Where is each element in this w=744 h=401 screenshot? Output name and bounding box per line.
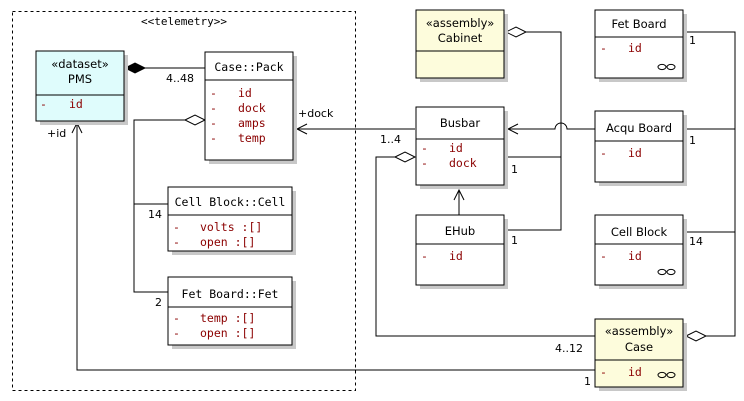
fet-attr-temp: temp :[]	[200, 311, 255, 325]
pms-name: PMS	[68, 72, 92, 86]
fet-attr-vis: -	[173, 326, 180, 340]
pms-stereotype: «dataset»	[51, 57, 109, 71]
pack-attr-vis: -	[210, 131, 217, 145]
pack-attr-vis: -	[210, 101, 217, 115]
class-fet[interactable]: Fet Board::Fet - temp :[] - open :[]	[167, 276, 296, 349]
case-stereotype: «assembly»	[605, 324, 673, 338]
class-pms[interactable]: «dataset» PMS - id	[35, 50, 128, 125]
link-icon	[657, 63, 676, 71]
composition-diamond	[123, 62, 147, 74]
pack-attr-amps: amps	[238, 116, 266, 130]
cellblock-name: Cell Block	[611, 225, 668, 239]
multiplicity-ehub-1: 1	[511, 234, 518, 247]
case-attr-id: id	[628, 365, 642, 379]
ehub-attr-id: id	[449, 249, 463, 263]
pack-attr-dock: dock	[238, 101, 266, 115]
class-busbar[interactable]: Busbar - id - dock	[415, 106, 508, 189]
class-case[interactable]: «assembly» Case - id	[594, 318, 687, 391]
link-icon	[657, 268, 676, 276]
multiplicity-fet-2: 2	[155, 296, 162, 309]
aggregation-diamond-cabinet	[504, 26, 528, 38]
class-fet-board[interactable]: Fet Board - id	[594, 9, 687, 82]
class-acqu-board[interactable]: Acqu Board - id	[594, 110, 687, 186]
cell-attr-volts: volts :[]	[200, 220, 262, 234]
busbar-attr-dock: dock	[449, 156, 477, 170]
role-plus-id: +id	[47, 127, 66, 140]
pack-name: Case::Pack	[214, 60, 283, 74]
acqu-name: Acqu Board	[606, 121, 672, 135]
pack-attr-vis: -	[210, 86, 217, 100]
cell-attr-vis: -	[173, 235, 180, 249]
aggregation-diamond-pack	[183, 114, 207, 126]
multiplicity-acqu-1: 1	[689, 134, 696, 147]
cell-name: Cell Block::Cell	[175, 195, 286, 209]
class-ehub[interactable]: EHub - id	[415, 214, 508, 289]
busbar-attr-id: id	[449, 141, 463, 155]
cell-attr-vis: -	[173, 220, 180, 234]
ehub-name: EHub	[445, 224, 476, 238]
aggregation-diamond-busbar	[393, 151, 417, 163]
multiplicity-pack: 4..48	[166, 72, 194, 85]
multiplicity-cellblock-14: 14	[689, 235, 703, 248]
cellblock-attr-vis: -	[600, 249, 607, 263]
pack-attr-temp: temp	[238, 131, 266, 145]
acqu-attr-id: id	[628, 146, 642, 160]
telemetry-package: <<telemetry>>	[12, 11, 356, 391]
connectors	[71, 26, 736, 371]
multiplicity-fetboard-1: 1	[689, 34, 696, 47]
labels: 4..48 +id +dock 1..4 1 1 14 2 1 1 14 4..…	[47, 34, 703, 388]
pack-attr-vis: -	[210, 116, 217, 130]
multiplicity-case-1: 1	[584, 375, 591, 388]
pack-attr-id: id	[238, 86, 252, 100]
class-cabinet[interactable]: «assembly» Cabinet	[415, 9, 508, 82]
busbar-attr-vis: -	[421, 156, 428, 170]
cellblock-attr-id: id	[628, 249, 642, 263]
fet-name: Fet Board::Fet	[182, 287, 279, 301]
cabinet-stereotype: «assembly»	[426, 16, 494, 30]
fetboard-name: Fet Board	[611, 17, 666, 31]
fetboard-attr-id: id	[628, 41, 642, 55]
fet-attr-open: open :[]	[200, 326, 255, 340]
ehub-attr-vis: -	[421, 249, 428, 263]
cell-attr-open: open :[]	[200, 235, 255, 249]
multiplicity-busbar-1: 1	[511, 163, 518, 176]
fetboard-attr-vis: -	[600, 41, 607, 55]
class-cell[interactable]: Cell Block::Cell - volts :[] - open :[]	[167, 186, 296, 255]
busbar-name: Busbar	[440, 116, 481, 130]
case-name: Case	[625, 340, 653, 354]
cabinet-name: Cabinet	[438, 31, 483, 45]
case-attr-vis: -	[600, 365, 607, 379]
role-plus-dock: +dock	[298, 107, 334, 120]
fet-attr-vis: -	[173, 311, 180, 325]
pms-attr-vis: -	[40, 97, 47, 111]
busbar-attr-vis: -	[421, 141, 428, 155]
aggregation-diamond-case	[684, 330, 708, 342]
pms-attr-id: id	[69, 97, 83, 111]
class-case-pack[interactable]: Case::Pack - id - dock - amps - temp	[204, 51, 297, 164]
multiplicity-cell-14: 14	[148, 208, 162, 221]
acqu-attr-vis: -	[600, 146, 607, 160]
link-icon	[657, 371, 676, 379]
package-title: <<telemetry>>	[141, 15, 227, 28]
class-cell-block[interactable]: Cell Block - id	[594, 214, 687, 289]
multiplicity-busbar-1-4: 1..4	[380, 133, 401, 146]
multiplicity-case-4-12: 4..12	[555, 342, 583, 355]
